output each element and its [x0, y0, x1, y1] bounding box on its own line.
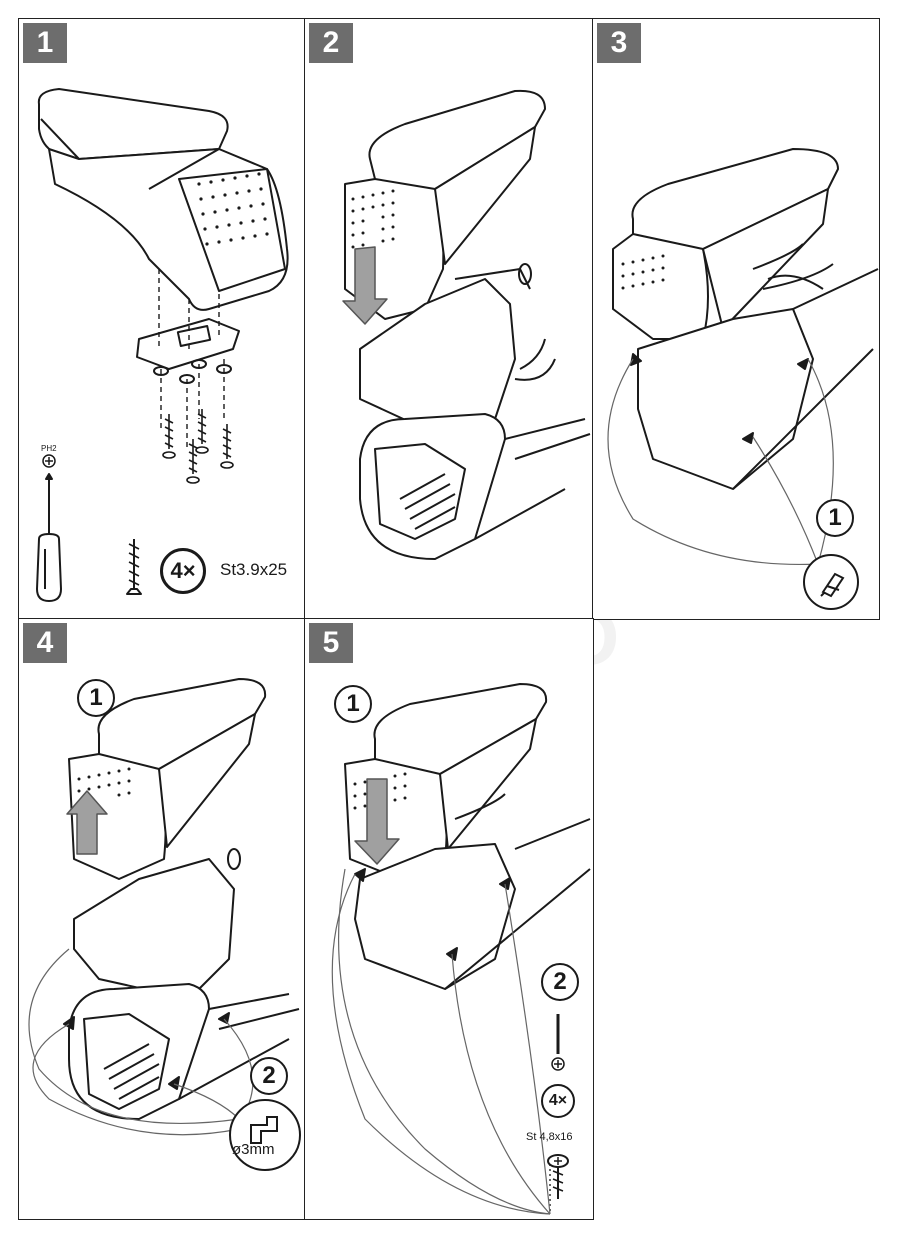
drill-circle — [229, 1099, 301, 1171]
screw-spec-label: St3.9x25 — [220, 560, 288, 579]
screwdriver-ph2-label: PH2 — [41, 444, 57, 453]
quantity-badge: 4× — [541, 1084, 575, 1118]
callout-2: 2 — [250, 1057, 288, 1095]
step-3-panel: 3 1 — [592, 18, 880, 620]
drill-size-label: ø3mm — [232, 1141, 275, 1158]
step-4-panel: 4 — [18, 618, 306, 1220]
screw-spec-label: St 4,8x16 — [526, 1131, 573, 1143]
step-5-badge: 5 — [309, 623, 353, 663]
step-2-panel: 2 — [304, 18, 594, 620]
step-2-badge: 2 — [309, 23, 353, 63]
step-1-panel: 1 — [18, 18, 306, 620]
step-4-badge: 4 — [23, 623, 67, 663]
armrest-final-install-illustration — [331, 683, 591, 1215]
step-5-panel: 5 — [304, 618, 594, 1220]
step-1-badge: 1 — [23, 23, 67, 63]
drill-bit-icon — [250, 1116, 278, 1144]
quantity-badge: 4× — [160, 548, 206, 594]
callout-1: 1 — [334, 685, 372, 723]
callout-1: 1 — [816, 499, 854, 537]
armrest-exploded-illustration — [36, 88, 289, 602]
armrest-removal-illustration — [28, 678, 300, 1136]
callout-1: 1 — [77, 679, 115, 717]
callout-2: 2 — [541, 963, 579, 1001]
armrest-installed-illustration — [607, 148, 879, 566]
clip-tool-circle — [803, 554, 859, 610]
step-3-badge: 3 — [597, 23, 641, 63]
armrest-assembly-illustration — [342, 89, 591, 560]
clip-tool-icon — [820, 572, 845, 598]
